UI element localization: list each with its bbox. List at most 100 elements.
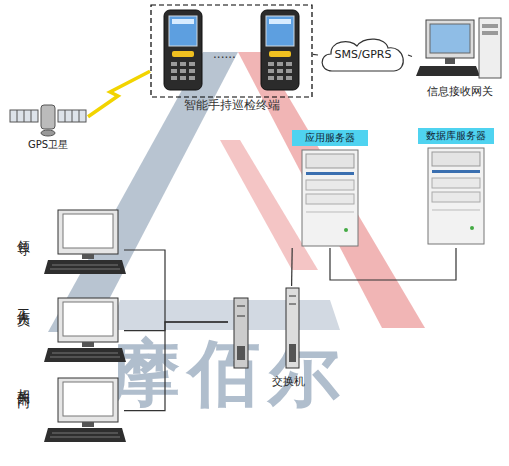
handheld-terminal [261,10,299,90]
network-line [124,322,228,331]
terminal-group-icon-rect [189,62,195,66]
ellipsis-label: ...... [213,48,236,62]
gps-satellite-icon-ellipse [41,130,55,136]
terminal-group: 智能手持巡检终端...... [150,4,313,116]
db-server-icon-rect [432,170,480,173]
terminal-group-icon-rect [277,69,283,73]
terminal-group-icon-rect [268,76,274,80]
db-server-icon-rect [428,148,484,244]
network-line [124,322,228,411]
node-label: 交换机 [258,376,318,389]
network-switch-icon-rect [234,298,248,368]
terminal-group-icon-rect [286,76,292,80]
network-line [408,55,412,57]
terminal-group-icon-rect [268,62,274,66]
network-switch-icon-line [237,316,245,317]
gps-satellite-icon-rect [41,105,55,129]
app-server-icon-rect [306,154,354,168]
wireless-link [88,71,150,117]
gps-satellite: GPS卫星 [8,95,88,157]
handheld-terminal [164,10,202,90]
department-computer-icon-rect [82,422,94,427]
node-label: GPS卫星 [8,139,88,151]
department-computer-icon-polygon [44,428,126,442]
network-switch: 交换机 [228,286,323,394]
terminal-group-icon-rect [286,62,292,66]
department-computer-icon-rect [63,382,113,416]
gateway-computer-icon-rect [479,18,501,78]
leader-computer: 领导 [14,208,124,278]
gps-satellite-icon-rect [58,110,86,122]
network-switch-icon-line [289,296,296,297]
gps-satellite-icon-line [79,110,80,122]
network-switch-icon-line [289,304,296,305]
leader-computer-icon-line [52,265,118,266]
gateway-computer-icon-rect [482,24,498,28]
dashed-group-box [151,5,312,97]
staff-computer-icon-rect [58,298,118,342]
network-line [124,250,228,322]
terminal-group-icon-rect [269,51,291,57]
network-switch-icon-rect [289,344,296,362]
department-computer: 相关部门 [14,376,124,448]
terminal-group-icon-rect [266,16,294,46]
node-label: 数据库服务器 [418,128,494,144]
node-label: 工作人员 [16,298,31,306]
terminal-group-icon-rect [180,62,186,66]
node-label: 相关部门 [16,378,31,386]
department-computer-icon-line [50,437,120,438]
node-label: 应用服务器 [292,130,368,146]
terminal-group-icon-rect [171,69,177,73]
staff-computer-icon-line [52,353,118,354]
app-server-icon-svg [288,130,372,248]
staff-computer-icon-rect [82,342,94,347]
department-computer-icon-rect [58,378,118,422]
gps-satellite-icon-rect [10,110,38,122]
gateway-computer-icon-rect [445,58,455,64]
terminal-group-icon-rect [277,62,283,66]
db-server-icon-svg [414,128,498,248]
db-server-icon-rect [432,152,480,166]
terminal-group-icon-rect [268,69,274,73]
logo-left-band [48,52,238,332]
staff-computer-icon-polygon [44,348,126,362]
gps-satellite-icon-line [31,110,32,122]
db-server-icon-rect [432,192,480,202]
db-server-icon-circle [470,226,474,230]
db-server-icon-rect [432,178,480,188]
network-switch-icon-rect [286,288,299,368]
gps-satellite-icon-line [72,110,73,122]
gateway-computer-icon-rect [430,24,470,53]
gateway-computer-icon-rect [426,20,474,58]
gps-satellite-icon-line [24,110,25,122]
staff-computer-icon-svg [14,296,124,368]
gateway-computer: 信息接收网关 [412,16,507,106]
terminal-group-icon-rect [171,62,177,66]
watermark-text: 摩佰尔 [108,332,348,415]
node-label: SMS/GPRS [318,49,408,62]
staff-computer: 工作人员 [14,296,124,368]
terminal-group-icon-rect [286,69,292,73]
terminal-group-icon-rect [180,76,186,80]
network-switch-icon-rect [237,346,245,360]
terminal-group-icon-rect [269,19,291,24]
app-server: 应用服务器 [288,130,372,248]
leader-computer-icon-rect [82,254,94,259]
leader-computer-icon-rect [58,210,118,254]
network-line [330,248,456,280]
terminal-group-icon-rect [189,76,195,80]
app-server-icon-rect [302,150,358,246]
network-line [291,248,293,286]
terminal-group-icon-rect [169,16,197,46]
gateway-computer-icon-rect [482,31,498,35]
gps-satellite-icon-line [17,110,18,122]
network-cloud: SMS/GPRS [318,36,408,74]
department-computer-icon-line [52,433,118,434]
app-server-icon-circle [344,228,348,232]
terminal-group-icon-rect [180,69,186,73]
leader-computer-icon-line [50,269,120,270]
terminal-group-icon-rect [171,76,177,80]
network-switch-icon-line [237,306,245,307]
app-server-icon-rect [306,180,354,190]
